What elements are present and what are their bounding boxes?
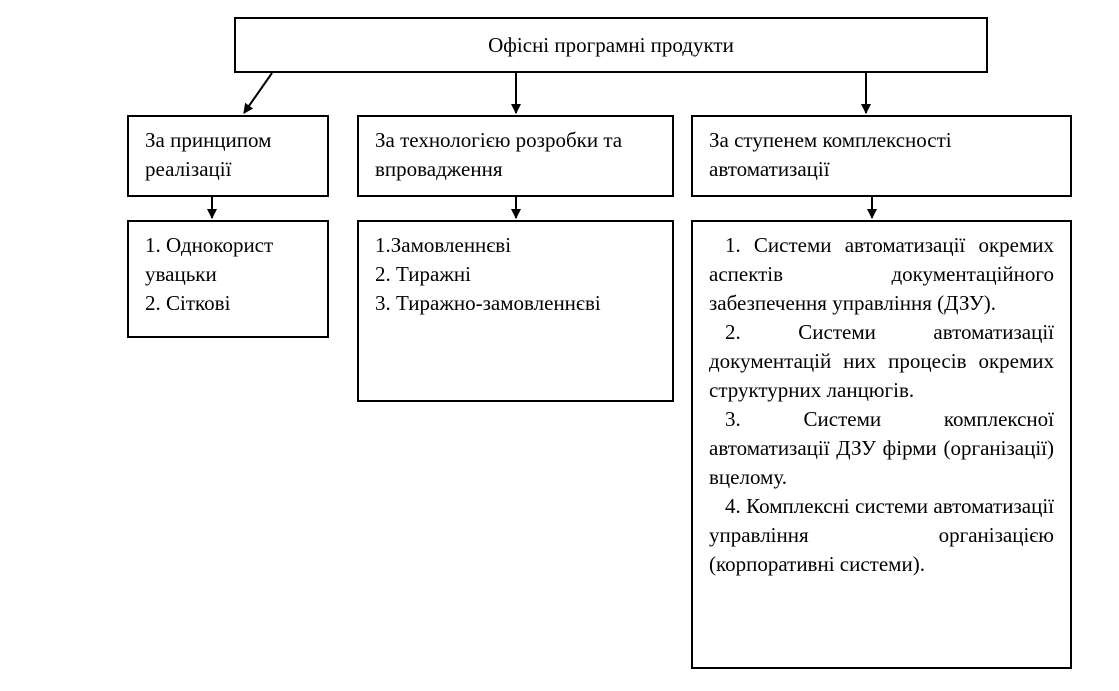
list-principle: 1. Однокорист увацьки 2. Сіткові <box>127 220 329 338</box>
category-complexity: За ступенем комплексності автоматизації <box>691 115 1072 197</box>
list-technology: 1.Замовленнєві 2. Тиражні 3. Тиражно-зам… <box>357 220 674 402</box>
list-item: 2. Сіткові <box>145 291 231 315</box>
list-item: 1. Однокорист увацьки <box>145 233 274 286</box>
root-node: Офісні програмні продукти <box>234 17 988 73</box>
list-item: 1. Системи автоматизації окремих аспекті… <box>709 233 1054 315</box>
category-technology: За технологією розробки та впровадження <box>357 115 674 197</box>
list-complexity: 1. Системи автоматизації окремих аспекті… <box>691 220 1072 669</box>
list-item: 2. Системи автоматизації документацій ни… <box>709 320 1054 402</box>
list-item: 3. Системи комплексної автоматизації ДЗУ… <box>709 407 1054 489</box>
root-title: Офісні програмні продукти <box>488 33 734 57</box>
list-item: 4. Комплексні системи автоматизації упра… <box>709 494 1054 576</box>
category-label: За ступенем комплексності автоматизації <box>709 128 952 181</box>
category-label: За принципом реалізації <box>145 128 272 181</box>
list-item: 1.Замовленнєві <box>375 233 512 257</box>
category-label: За технологією розробки та впровадження <box>375 128 623 181</box>
list-item: 2. Тиражні <box>375 262 471 286</box>
arrow-root-to-principle <box>243 72 273 114</box>
list-item: 3. Тиражно-замовленнєві <box>375 291 601 315</box>
category-principle: За принципом реалізації <box>127 115 329 197</box>
